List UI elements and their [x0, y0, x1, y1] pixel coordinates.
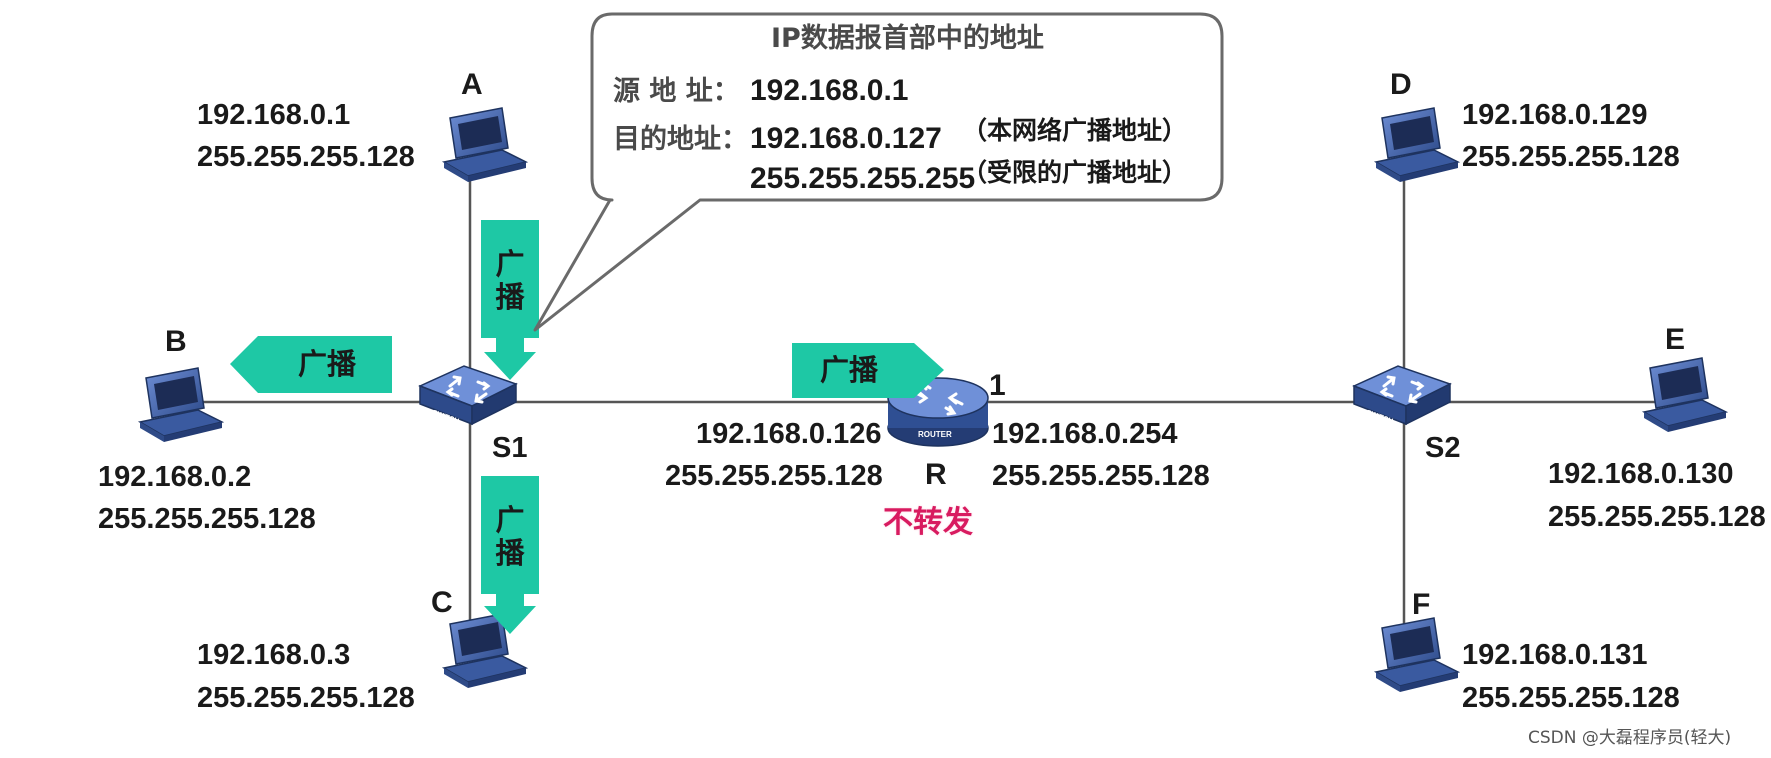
host-f-mask: 255.255.255.128: [1462, 682, 1680, 714]
callout-src-value: 192.168.0.1: [750, 74, 909, 107]
host-f-pc-icon: [1375, 617, 1459, 693]
callout-dst-note-2: （受限的广播地址）: [962, 158, 1188, 187]
broadcast-char: 播: [495, 536, 525, 571]
host-d-mask: 255.255.255.128: [1462, 141, 1680, 173]
host-a-name: A: [461, 68, 483, 101]
broadcast-char: 广: [495, 247, 525, 281]
watermark: CSDN @大磊程序员(轻大): [1528, 728, 1732, 748]
host-c-mask: 255.255.255.128: [197, 682, 415, 714]
host-d-ip: 192.168.0.129: [1462, 99, 1648, 131]
broadcast-arrow-to-c: [481, 476, 539, 634]
callout-dst-label: 目的地址：: [613, 124, 748, 155]
broadcast-label-to-a: 广 播: [495, 247, 525, 315]
host-a-ip: 192.168.0.1: [197, 99, 351, 131]
router-left-mask: 255.255.255.128: [665, 460, 883, 492]
broadcast-label-to-router: 广播: [820, 353, 879, 387]
host-d-name: D: [1390, 68, 1412, 101]
router-right-mask: 255.255.255.128: [992, 460, 1210, 492]
host-c-name: C: [431, 586, 453, 619]
host-f-ip: 192.168.0.131: [1462, 639, 1648, 671]
router-no-forward-text: 不转发: [883, 505, 973, 540]
router-right-ip: 192.168.0.254: [992, 418, 1178, 450]
switch-s1-label: S1: [492, 432, 528, 464]
switch-s2-icon: [1352, 364, 1452, 427]
router-left-ip: 192.168.0.126: [696, 418, 882, 450]
host-b-name: B: [165, 325, 187, 358]
host-a-pc-icon: [443, 107, 527, 183]
host-e-pc-icon: [1643, 357, 1727, 433]
broadcast-char: 广: [495, 503, 525, 537]
host-d-pc-icon: [1375, 107, 1459, 183]
host-c-ip: 192.168.0.3: [197, 639, 351, 671]
switch-s2-label: S2: [1425, 432, 1461, 464]
broadcast-arrows: [230, 220, 944, 634]
switch-s1-icon: [418, 364, 518, 427]
broadcast-arrow-to-a: [481, 220, 539, 380]
callout-dst-value-1: 192.168.0.127: [750, 122, 942, 155]
host-b-ip: 192.168.0.2: [98, 461, 252, 493]
host-a-mask: 255.255.255.128: [197, 141, 415, 173]
broadcast-arrow-to-router: [792, 343, 944, 398]
callout-dst-note-1: （本网络广播地址）: [962, 116, 1188, 145]
host-e-mask: 255.255.255.128: [1548, 501, 1766, 533]
broadcast-label-to-b: 广播: [298, 347, 357, 381]
router-port-number: 1: [989, 369, 1006, 402]
callout-title: IP数据报首部中的地址: [771, 23, 1044, 54]
host-e-ip: 192.168.0.130: [1548, 458, 1734, 490]
host-f-name: F: [1412, 588, 1431, 621]
broadcast-label-to-c: 广 播: [495, 503, 525, 571]
broadcast-char: 播: [495, 280, 525, 315]
svg-text:ROUTER: ROUTER: [918, 430, 952, 439]
callout-bubble: [533, 12, 1224, 332]
callout-src-label: 源 地 址：: [613, 76, 740, 107]
host-e-name: E: [1665, 323, 1686, 356]
router-name: R: [925, 458, 947, 491]
callout-dst-value-2: 255.255.255.255: [750, 162, 976, 195]
host-b-mask: 255.255.255.128: [98, 503, 316, 535]
host-b-pc-icon: [139, 367, 223, 443]
broadcast-arrow-to-b: [230, 336, 392, 393]
